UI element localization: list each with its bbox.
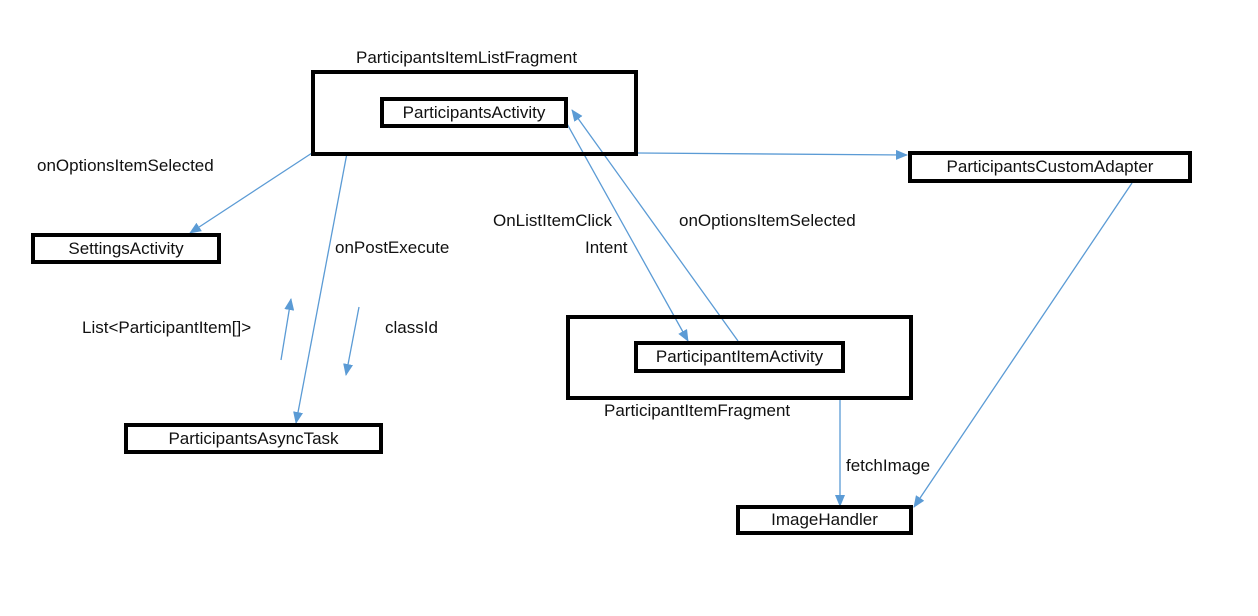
list-fragment-label: ParticipantsItemListFragment: [356, 48, 578, 67]
edge-label-class-id: classId: [385, 318, 438, 337]
edge-fragment-to-custom-adapter: [637, 149, 908, 160]
participants-async-task-node: ParticipantsAsyncTask: [124, 423, 383, 454]
edge-classid-down-arrow: [343, 306, 360, 376]
edge-custom-adapter-to-image-handler: [913, 182, 1133, 508]
list-fragment-container: [311, 70, 638, 156]
edge-label-list-participant-item: List<ParticipantItem[]>: [82, 318, 252, 337]
edge-fragment-to-async-task: [293, 152, 348, 424]
edge-label-on-options-item-selected-left: onOptionsItemSelected: [37, 156, 214, 175]
edge-label-on-list-item-click: OnListItemClick: [493, 211, 613, 230]
edge-result-up-arrow: [280, 298, 295, 361]
edge-activity-to-item-activity: [565, 121, 689, 342]
edge-fragment-to-settings: [189, 152, 313, 234]
item-fragment-container: [566, 315, 913, 400]
edge-item-activity-to-activity: [571, 109, 739, 342]
edge-label-on-options-item-selected-right: onOptionsItemSelected: [679, 211, 856, 230]
participants-custom-adapter-node: ParticipantsCustomAdapter: [908, 151, 1192, 183]
settings-activity-node: SettingsActivity: [31, 233, 221, 264]
participants-activity-node: ParticipantsActivity: [380, 97, 568, 128]
participant-item-activity-node: ParticipantItemActivity: [634, 341, 845, 373]
item-fragment-label: ParticipantItemFragment: [604, 401, 791, 420]
image-handler-node: ImageHandler: [736, 505, 913, 535]
edge-label-on-post-execute: onPostExecute: [335, 238, 450, 257]
edge-label-fetch-image: fetchImage: [846, 456, 931, 475]
edge-label-intent: Intent: [585, 238, 628, 257]
